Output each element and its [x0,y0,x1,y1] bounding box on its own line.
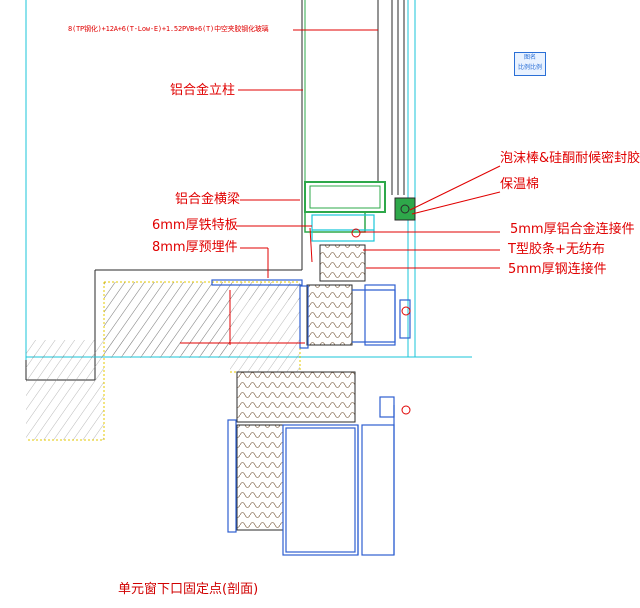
insulation-label: 保温棉 [500,177,540,192]
embedded-part-label: 8mm厚预埋件 [152,240,238,255]
seal-details [351,197,416,415]
glass-pane [377,0,405,195]
foam-sealant-label: 泡沫棒&硅酮耐候密封胶 [500,151,640,166]
anchor-bolts [180,290,305,345]
drawing-caption: 单元窗下口固定点(剖面) [118,582,259,597]
aluminum-transom-label: 铝合金横梁 [175,192,241,207]
badge-line-2: 比例比例 [517,64,542,71]
aluminum-connector [311,214,375,242]
badge-line-1: 图名 [523,54,536,61]
title-badge: 图名 比例比例 [514,52,546,76]
steel-structure [211,279,411,556]
glass-spec-label: 8(TP钢化)+12A+6(T-Low-E)+1.52PVB+6(T)中空夹胶钢… [68,25,269,33]
special-plate-label: 6mm厚铁特板 [152,218,238,233]
aluminum-transom [304,181,386,233]
steel-connector-label: 5mm厚钢连接件 [508,262,607,277]
insulation-blocks [236,244,366,531]
alu-connector-label: 5mm厚铝合金连接件 [510,222,635,237]
concrete-slab [26,281,301,441]
leader-lines [236,29,501,278]
epdm-strip-label: T型胶条+无纺布 [508,242,605,257]
aluminum-mullion-label: 铝合金立柱 [170,83,236,98]
